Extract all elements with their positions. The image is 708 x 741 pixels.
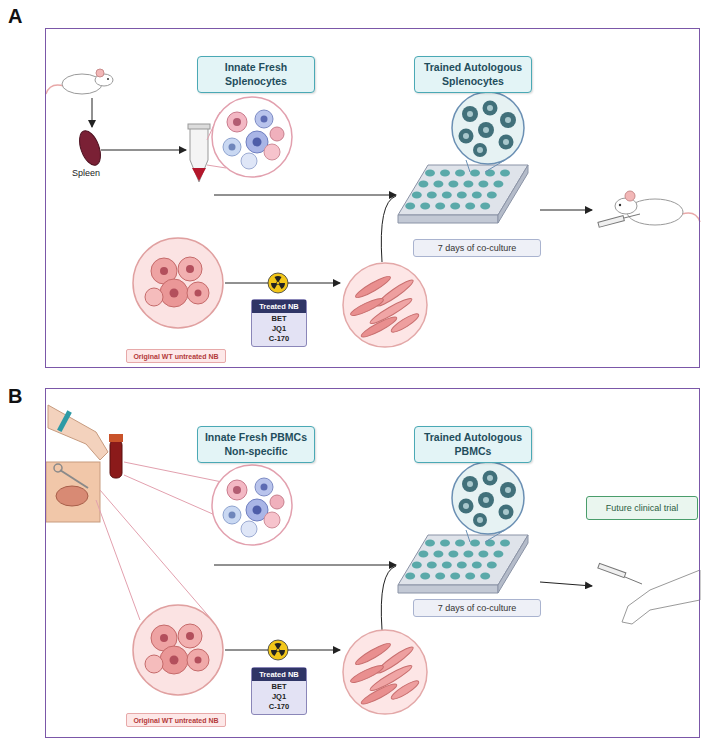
mouse-recipient bbox=[682, 213, 700, 222]
step-box: Innate Fresh Splenocytes bbox=[197, 56, 315, 93]
treatment-box: Treated NBBET JQ1 C-170 bbox=[251, 667, 307, 715]
blood-tube bbox=[109, 434, 123, 478]
biopsy-image bbox=[46, 462, 100, 522]
mouse-donor bbox=[107, 78, 109, 80]
zoom-line bbox=[466, 160, 470, 172]
biopsy-image bbox=[56, 486, 88, 506]
panel-letter: A bbox=[8, 5, 22, 28]
spleen-organ bbox=[75, 128, 104, 168]
flow-arrow bbox=[214, 195, 396, 196]
step-box: Innate Fresh PBMCs Non-specific bbox=[197, 426, 315, 463]
zoom-line bbox=[100, 490, 212, 620]
donor-arm bbox=[48, 405, 108, 460]
treatment-heading: Treated NB bbox=[252, 300, 306, 313]
source-tag: Original WT untreated NB bbox=[126, 349, 226, 363]
flow-arrow bbox=[214, 565, 396, 566]
tumor-circle bbox=[133, 605, 223, 695]
box-text: Original WT untreated NB bbox=[133, 353, 218, 360]
trained-zoom-circle bbox=[452, 462, 524, 534]
panel-letter: B bbox=[8, 385, 22, 408]
box-text: 7 days of co-culture bbox=[438, 243, 517, 253]
trained-cells bbox=[459, 101, 517, 158]
source-tag: Original WT untreated NB bbox=[126, 713, 226, 727]
outlook-box: Future clinical trial bbox=[586, 496, 698, 520]
treatment-box: Treated NBBET JQ1 C-170 bbox=[251, 299, 307, 347]
mouse-recipient bbox=[598, 191, 700, 227]
flow-arrow bbox=[101, 150, 186, 151]
immune-cells bbox=[223, 110, 284, 169]
immune-cells bbox=[223, 478, 284, 537]
treatment-heading: Treated NB bbox=[252, 668, 306, 681]
mouse-recipient bbox=[624, 214, 640, 218]
merge-curve bbox=[381, 196, 396, 262]
donor-arm bbox=[48, 405, 108, 460]
mouse-recipient bbox=[619, 204, 621, 206]
zoom-line bbox=[124, 475, 215, 515]
blood-tube bbox=[110, 440, 122, 478]
duration-box: 7 days of co-culture bbox=[413, 239, 541, 257]
cell-zoom-circle bbox=[212, 465, 292, 545]
mouse-recipient bbox=[625, 191, 635, 201]
radiation-symbol bbox=[268, 640, 288, 660]
biopsy-image bbox=[60, 470, 88, 488]
recipient-arm bbox=[625, 577, 642, 584]
biopsy-image bbox=[46, 462, 100, 522]
zoom-line bbox=[124, 462, 222, 482]
zoom-line bbox=[96, 500, 140, 620]
recipient-arm bbox=[622, 570, 700, 624]
treated-cells bbox=[349, 641, 421, 707]
treatment-list: BET JQ1 C-170 bbox=[254, 314, 304, 343]
tumor-circle bbox=[133, 238, 223, 328]
step-box: Trained Autologous Splenocytes bbox=[414, 56, 532, 93]
eppendorf-tube bbox=[188, 124, 210, 129]
donor-arm bbox=[57, 410, 72, 432]
well-plate bbox=[398, 165, 528, 223]
mouse-recipient bbox=[615, 198, 637, 214]
blood-tube bbox=[109, 434, 123, 442]
treated-circle bbox=[343, 263, 427, 347]
recipient-arm bbox=[598, 563, 626, 577]
box-text: 7 days of co-culture bbox=[438, 603, 517, 613]
eppendorf-tube bbox=[192, 168, 206, 181]
box-text: Original WT untreated NB bbox=[133, 717, 218, 724]
merge-curve bbox=[381, 566, 396, 630]
tumor-cells bbox=[145, 624, 209, 674]
box-text: Trained Autologous PBMCs bbox=[419, 431, 527, 457]
duration-box: 7 days of co-culture bbox=[413, 599, 541, 617]
panel-frame: BInnate Fresh PBMCs Non-specificTrained … bbox=[45, 388, 700, 738]
trained-cells bbox=[459, 471, 517, 528]
zoom-line bbox=[466, 530, 470, 542]
treated-circle bbox=[343, 630, 427, 714]
mouse-donor bbox=[46, 85, 64, 94]
eppendorf-tube bbox=[190, 128, 208, 182]
well-plate bbox=[398, 535, 528, 593]
eppendorf-tube bbox=[188, 124, 210, 182]
recipient-arm bbox=[598, 563, 700, 624]
mouse-recipient bbox=[598, 216, 624, 228]
cell-zoom-circle bbox=[212, 97, 292, 177]
mouse-donor bbox=[46, 69, 113, 94]
tumor-cells bbox=[145, 257, 209, 307]
panel-frame: AInnate Fresh SplenocytesTrained Autolog… bbox=[45, 28, 700, 368]
flow-arrow bbox=[540, 582, 592, 586]
box-text: Trained Autologous Splenocytes bbox=[419, 61, 527, 87]
box-text: Future clinical trial bbox=[606, 503, 679, 513]
trained-zoom-circle bbox=[452, 92, 524, 164]
radiation-symbol bbox=[268, 273, 288, 293]
box-text: Innate Fresh PBMCs Non-specific bbox=[202, 431, 310, 457]
flow-arrow bbox=[92, 98, 93, 127]
treatment-list: BET JQ1 C-170 bbox=[254, 682, 304, 711]
treated-cells bbox=[349, 274, 421, 340]
step-box: Trained Autologous PBMCs bbox=[414, 426, 532, 463]
mouse-donor bbox=[96, 69, 104, 77]
organ-label: Spleen bbox=[72, 168, 100, 178]
biopsy-image bbox=[54, 464, 62, 472]
box-text: Innate Fresh Splenocytes bbox=[202, 61, 310, 87]
flow-arrow bbox=[540, 210, 592, 211]
